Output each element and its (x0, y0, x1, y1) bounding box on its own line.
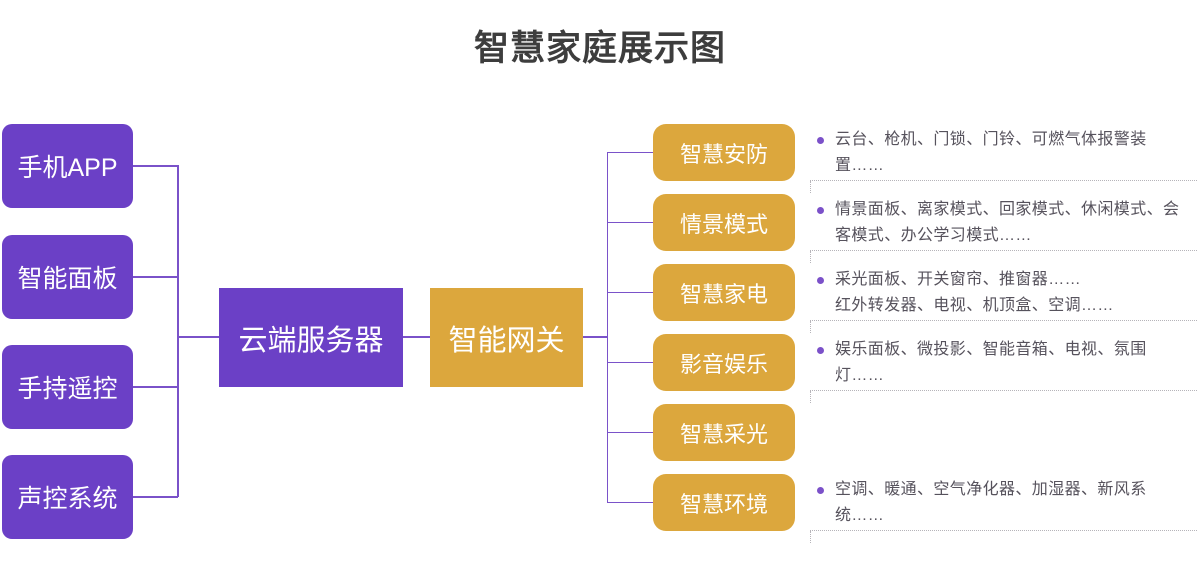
feature-list (810, 404, 1197, 461)
node-cloud-server: 云端服务器 (219, 288, 403, 387)
branch-row-security: 智慧安防 云台、枪机、门锁、门铃、可燃气体报警装置…… (653, 124, 1197, 193)
node-smart-environment: 智慧环境 (653, 474, 795, 531)
dotted-divider (810, 250, 1197, 263)
connector-line (607, 291, 653, 293)
feature-list: 采光面板、开关窗帘、推窗器…… 红外转发器、电视、机顶盒、空调…… (810, 264, 1197, 321)
node-smart-appliances: 智慧家电 (653, 264, 795, 321)
node-smart-daylighting: 智慧采光 (653, 404, 795, 461)
connector-line (606, 151, 608, 503)
feature-list: 云台、枪机、门锁、门铃、可燃气体报警装置…… (810, 124, 1197, 181)
node-phone-app: 手机APP (2, 124, 133, 208)
connector-line (607, 151, 653, 153)
connector-line (607, 501, 653, 503)
feature-text: 云台、枪机、门锁、门铃、可燃气体报警装置…… (835, 130, 1147, 174)
branch-row-appliances: 智慧家电 采光面板、开关窗帘、推窗器…… 红外转发器、电视、机顶盒、空调…… (653, 264, 1197, 333)
node-smart-panel: 智能面板 (2, 235, 133, 319)
node-av-entertainment: 影音娱乐 (653, 334, 795, 391)
bullet-icon (817, 486, 824, 494)
dotted-divider (810, 390, 1197, 403)
bullet-icon (817, 206, 824, 214)
feature-text: 情景面板、离家模式、回家模式、休闲模式、会客模式、办公学习模式…… (835, 200, 1180, 244)
connector-line (607, 431, 653, 433)
branch-row-scene-mode: 情景模式 情景面板、离家模式、回家模式、休闲模式、会客模式、办公学习模式…… (653, 194, 1197, 263)
connector-line (583, 336, 608, 338)
feature-text: 空调、暖通、空气净化器、加湿器、新风系统…… (835, 480, 1147, 524)
feature-text: 采光面板、开关窗帘、推窗器…… 红外转发器、电视、机顶盒、空调…… (835, 270, 1114, 314)
branch-row-environment: 智慧环境 空调、暖通、空气净化器、加湿器、新风系统…… (653, 474, 1197, 543)
bullet-icon (817, 346, 824, 354)
page-title: 智慧家庭展示图 (473, 29, 726, 68)
connector-line (607, 361, 653, 363)
connector-line (133, 386, 178, 388)
dotted-divider (810, 320, 1197, 333)
branch-row-daylighting: 智慧采光 (653, 404, 1197, 461)
connector-line (133, 276, 178, 278)
dotted-divider (810, 530, 1197, 543)
connector-line (177, 336, 219, 338)
node-voice-control: 声控系统 (2, 455, 133, 539)
node-handheld-remote: 手持遥控 (2, 345, 133, 429)
dotted-divider (810, 180, 1197, 193)
feature-list: 情景面板、离家模式、回家模式、休闲模式、会客模式、办公学习模式…… (810, 194, 1197, 251)
node-scene-mode: 情景模式 (653, 194, 795, 251)
connector-line (607, 221, 653, 223)
feature-text: 娱乐面板、微投影、智能音箱、电视、氛围灯…… (835, 340, 1147, 384)
bullet-icon (817, 136, 824, 144)
feature-list: 娱乐面板、微投影、智能音箱、电视、氛围灯…… (810, 334, 1197, 391)
connector-line (403, 336, 430, 338)
node-smart-security: 智慧安防 (653, 124, 795, 181)
node-smart-gateway: 智能网关 (430, 288, 583, 387)
connector-line (133, 165, 178, 167)
bullet-icon (817, 276, 824, 284)
connector-line (177, 165, 179, 497)
feature-list: 空调、暖通、空气净化器、加湿器、新风系统…… (810, 474, 1197, 531)
branch-row-entertainment: 影音娱乐 娱乐面板、微投影、智能音箱、电视、氛围灯…… (653, 334, 1197, 403)
connector-line (133, 496, 178, 498)
